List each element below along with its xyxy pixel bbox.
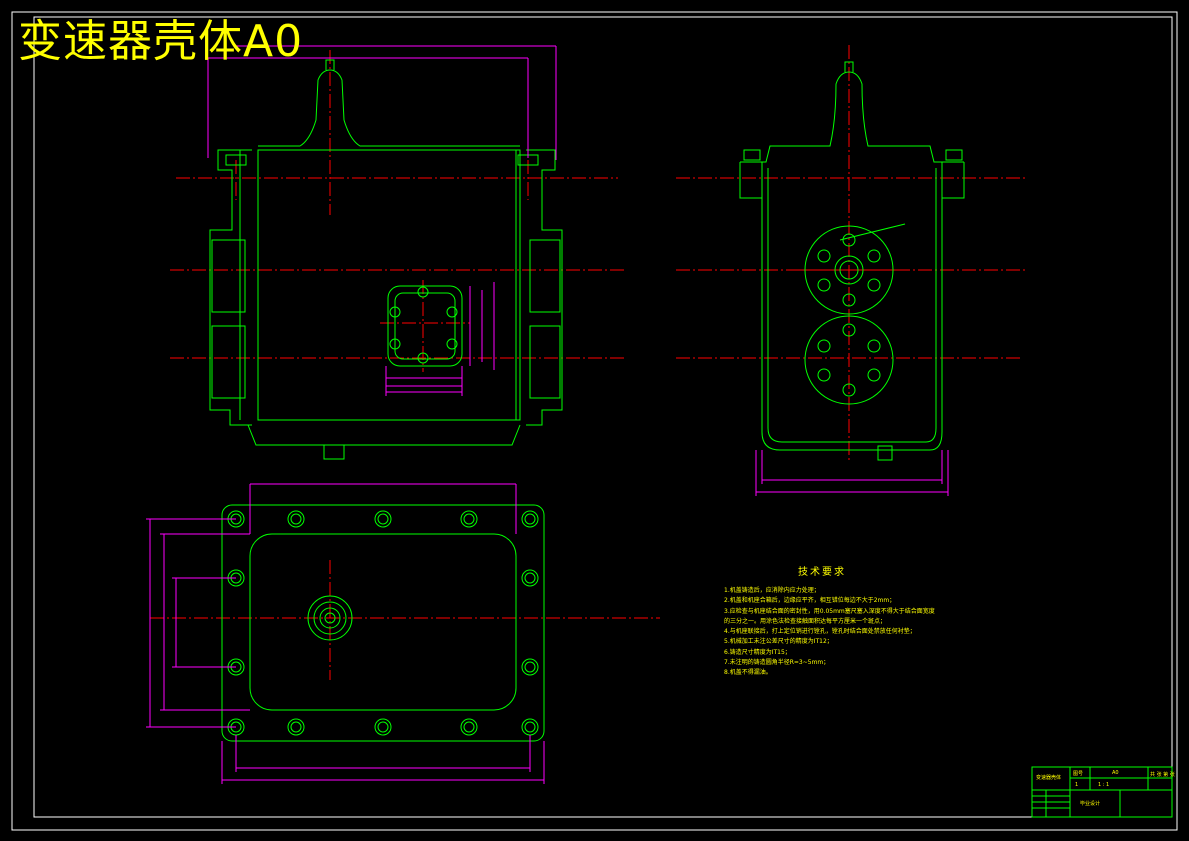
title-block-sheet-size: A0 — [1112, 770, 1119, 776]
title-block-sheet-no: 共 张 第 张 — [1150, 772, 1175, 778]
drawing-title: 变速器壳体A0 — [18, 16, 304, 67]
requirement-item: 5.机械加工未注公差尺寸的精度为IT12； — [724, 638, 833, 646]
title-block-count: 1 — [1075, 782, 1079, 788]
side-view — [676, 45, 1026, 496]
requirement-item: 2.机盖和机座合箱后，边缘应平齐，相互错位每边不大于2mm； — [724, 597, 896, 605]
top-view — [146, 483, 660, 784]
technical-requirements-list: 1.机盖铸造后，应消除内应力处理； 2.机盖和机座合箱后，边缘应平齐，相互错位每… — [724, 586, 974, 679]
title-block — [1031, 766, 1173, 818]
title-block-drawing-label: 图号 — [1073, 771, 1084, 777]
requirement-item: 7.未注明的铸造圆角半径R=3~5mm； — [724, 659, 830, 667]
front-view — [170, 45, 624, 460]
requirement-item: 4.与机座联接后，打上定位销进行镗孔，镗孔时结合面处禁放任何衬垫； — [724, 628, 916, 636]
requirement-item: 的三分之一。用涂色法检查接触面积达每平方厘米一个斑点； — [724, 617, 887, 625]
title-block-part-name: 变速器壳体 — [1036, 775, 1062, 781]
drawing-frame — [11, 11, 1178, 831]
requirement-item: 6.铸造尺寸精度为IT15； — [724, 648, 791, 656]
requirement-item: 8.机盖不得漏油。 — [724, 669, 772, 677]
technical-requirements-heading: 技术要求 — [798, 567, 846, 578]
title-block-scale: 1 : 1 — [1098, 782, 1110, 788]
requirement-item: 3.应检查与机座结合面的密封性，用0.05mm塞尺塞入深度不得大于结合面宽度 — [724, 607, 935, 615]
title-block-design-label: 毕业设计 — [1080, 801, 1101, 807]
requirement-item: 1.机盖铸造后，应消除内应力处理； — [724, 587, 820, 594]
